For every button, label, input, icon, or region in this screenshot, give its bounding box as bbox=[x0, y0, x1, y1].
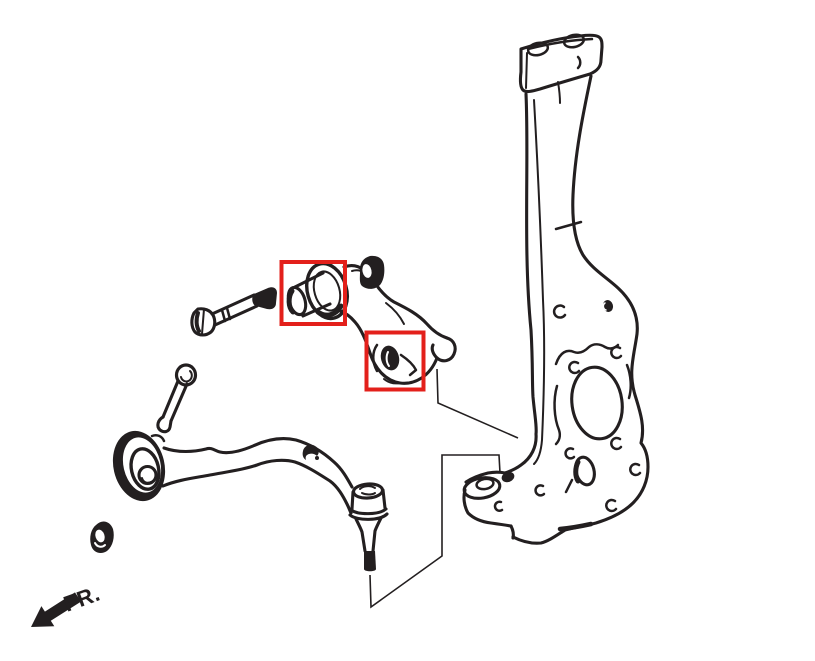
foot-accent-stroke bbox=[557, 521, 594, 532]
flange-nut-hole bbox=[362, 264, 372, 278]
bolt-shank-top bbox=[210, 293, 256, 316]
upper-arm-end-hook bbox=[430, 336, 457, 363]
bolt-shank-bottom bbox=[213, 304, 259, 327]
bolt-head-shading bbox=[194, 311, 201, 333]
arm-hole-dot bbox=[315, 456, 319, 460]
leader-ball-joint-to-boss bbox=[369, 454, 501, 609]
arm-interior-ridge bbox=[385, 302, 405, 325]
flange-nut-body bbox=[359, 255, 385, 289]
bolt-hole bbox=[605, 498, 618, 513]
flange-nut-drawing bbox=[359, 255, 385, 289]
leader-lines bbox=[369, 368, 519, 609]
bushing-sleeve-bottom bbox=[301, 302, 332, 318]
fr-label: FR. bbox=[60, 581, 103, 617]
bolt-head bbox=[190, 307, 217, 337]
socket-top-inner-arc bbox=[361, 492, 376, 496]
lower-bore-shading bbox=[573, 459, 581, 484]
arm-hole-crescent bbox=[302, 444, 319, 460]
knuckle-right-edge bbox=[511, 74, 650, 545]
sleeve-face-shading bbox=[286, 288, 296, 315]
clamp-ear-hole bbox=[526, 41, 550, 57]
bolt-hole bbox=[552, 304, 567, 319]
bolt-hole bbox=[629, 462, 642, 477]
highlight-box-front-bushing bbox=[279, 260, 347, 326]
socket-side bbox=[381, 488, 387, 510]
bolt-hole bbox=[568, 360, 581, 375]
upper-arm-rear-bushing bbox=[380, 345, 400, 371]
small-nut-drawing bbox=[90, 521, 114, 553]
bolt-collar-tick bbox=[220, 308, 227, 323]
bolt-hole bbox=[534, 484, 546, 497]
flange-left-squiggle bbox=[553, 384, 562, 446]
front-bushing-shading bbox=[315, 303, 344, 318]
lobe-lower-arc bbox=[383, 378, 401, 385]
lobe-corner-line bbox=[399, 353, 418, 377]
stud-taper bbox=[371, 516, 383, 553]
small-bolt-tip-curl bbox=[156, 415, 173, 434]
bolt-hole bbox=[610, 345, 623, 360]
stud-taper bbox=[354, 517, 367, 553]
flange-right-arc bbox=[625, 363, 632, 400]
bolt-hole bbox=[564, 447, 576, 460]
fr-direction-marker: FR. bbox=[31, 581, 103, 627]
clamp-slot-line bbox=[526, 37, 594, 51]
knuckle-inner-left-line bbox=[533, 99, 546, 465]
lower-arm-top-edge bbox=[162, 437, 354, 489]
boss-face-inner bbox=[475, 477, 495, 491]
lower-arm-bottom-edge bbox=[161, 458, 353, 515]
knuckle-bushing-boss bbox=[462, 470, 515, 540]
neck-inner-right-line bbox=[557, 81, 561, 104]
steering-knuckle-drawing bbox=[462, 33, 650, 545]
rear-bushing-glint bbox=[385, 351, 390, 367]
small-nut-glint bbox=[94, 542, 106, 548]
clamp-left-face-line bbox=[525, 52, 528, 89]
ball-joint-drawing bbox=[348, 482, 389, 572]
flange-wavy-ledge bbox=[554, 343, 620, 366]
socket-top-inner-arc bbox=[359, 485, 376, 490]
rear-bushing-arc bbox=[372, 343, 379, 373]
front-bushing-inner-ring bbox=[312, 270, 342, 312]
knuckle-left-edge bbox=[503, 92, 538, 475]
clamp-ear-hole bbox=[562, 33, 586, 49]
boss-joint-blob bbox=[501, 471, 515, 483]
lower-bore-tail bbox=[564, 478, 574, 494]
bushing-top-hook bbox=[150, 433, 166, 443]
fr-arrow-icon bbox=[31, 592, 81, 627]
neck-surface-dash bbox=[554, 220, 583, 231]
leader-rear-bushing-to-knuckle bbox=[436, 368, 519, 439]
lower-arm-bushing-mid-ring bbox=[129, 447, 161, 491]
small-bolt-shank bbox=[161, 379, 180, 419]
boss-body-lower bbox=[462, 488, 513, 528]
bolt-collar-tick bbox=[225, 306, 232, 321]
bolt-hole-glint bbox=[602, 302, 607, 311]
bolt-head-facet-line bbox=[201, 308, 205, 335]
bushing-core-notch bbox=[141, 477, 152, 484]
bolt-hole bbox=[610, 436, 623, 451]
small-nut-hole bbox=[95, 529, 105, 543]
bolt-threaded-tip bbox=[252, 287, 277, 310]
small-bolt-shank bbox=[169, 382, 189, 423]
lower-control-arm-drawing bbox=[112, 430, 354, 515]
bolt-hole bbox=[493, 500, 504, 512]
hub-center-bore bbox=[570, 365, 624, 441]
small-bolt-head-inner bbox=[180, 370, 193, 383]
socket-side bbox=[350, 490, 355, 511]
small-bolt-drawing bbox=[156, 363, 198, 434]
bushing-sleeve-top bbox=[293, 271, 325, 289]
boss-step-line bbox=[509, 524, 515, 540]
socket-collar bbox=[348, 512, 389, 521]
pivot-bolt-drawing bbox=[190, 287, 277, 337]
stud-threaded-tip bbox=[364, 551, 376, 572]
upper-arm-bottom-edge bbox=[336, 308, 439, 385]
highlight-box-rear-bushing bbox=[364, 330, 426, 392]
socket-collar bbox=[349, 507, 388, 516]
clamp-curve-mark bbox=[576, 55, 582, 70]
